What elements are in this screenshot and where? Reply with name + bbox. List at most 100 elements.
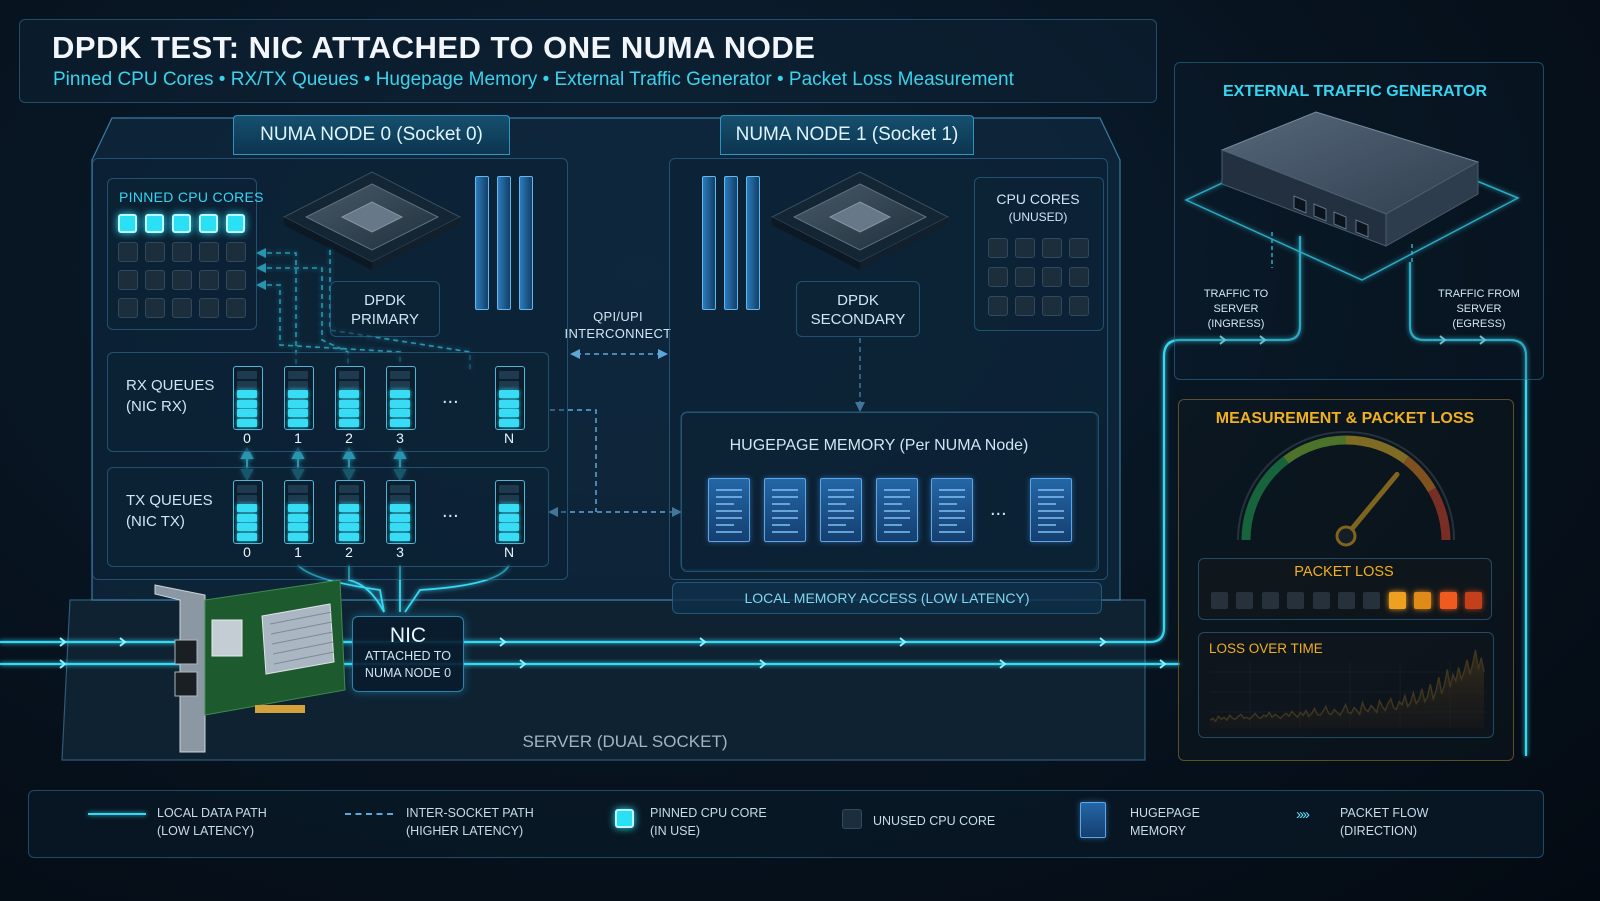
unused-core bbox=[1015, 296, 1035, 316]
page-line bbox=[884, 503, 902, 505]
loss-over-time-box bbox=[1198, 632, 1494, 738]
page-line bbox=[772, 524, 790, 526]
packet-flow-chevrons bbox=[59, 335, 1487, 669]
dpdk-secondary-box: DPDK SECONDARY bbox=[796, 281, 920, 337]
loss-led-off bbox=[1211, 592, 1228, 609]
queue-slot bbox=[390, 513, 410, 522]
queue-slot bbox=[499, 504, 519, 512]
legend-hugepage-icon bbox=[1080, 802, 1106, 838]
dpdk-primary-box: DPDK PRIMARY bbox=[330, 281, 440, 337]
tab-numa-node-1[interactable]: NUMA NODE 1 (Socket 1) bbox=[720, 115, 974, 155]
dpdk-secondary-label-2: SECONDARY bbox=[810, 311, 906, 328]
inter-socket-paths bbox=[550, 338, 861, 513]
local-memory-access-label: LOCAL MEMORY ACCESS (LOW LATENCY) bbox=[744, 590, 1030, 606]
page-line bbox=[828, 496, 854, 498]
page-line bbox=[939, 524, 957, 526]
legend-label-line-1: INTER-SOCKET PATH bbox=[406, 806, 534, 820]
rx-queue-number: N bbox=[503, 430, 515, 446]
queue-slot bbox=[288, 513, 308, 522]
loss-led-lit bbox=[1439, 592, 1457, 609]
tx-queue bbox=[284, 480, 314, 544]
page-line bbox=[884, 496, 910, 498]
unused-core bbox=[199, 270, 219, 290]
nic-box[interactable]: NIC ATTACHED TO NUMA NODE 0 bbox=[352, 616, 464, 692]
queue-slot bbox=[288, 532, 308, 541]
pinned-core bbox=[145, 214, 164, 233]
page-line bbox=[884, 524, 902, 526]
page-line bbox=[772, 517, 798, 519]
packet-loss-box bbox=[1198, 558, 1492, 620]
unused-core bbox=[1015, 267, 1035, 287]
nic-title: NIC bbox=[389, 624, 427, 647]
queue-slot bbox=[288, 380, 308, 389]
unused-core bbox=[118, 242, 138, 262]
queue-slot bbox=[339, 390, 359, 398]
legend-label-line-1: UNUSED CPU CORE bbox=[873, 814, 996, 828]
page-title: DPDK TEST: NIC ATTACHED TO ONE NUMA NODE bbox=[52, 30, 816, 65]
queue-slot bbox=[339, 380, 359, 389]
legend-label: LOCAL DATA PATH(LOW LATENCY) bbox=[157, 804, 267, 840]
interconnect-line1: QPI/UPI bbox=[593, 309, 643, 324]
queue-slot bbox=[288, 409, 308, 417]
loss-led-lit bbox=[1414, 592, 1432, 609]
tab-numa-node-0[interactable]: NUMA NODE 0 (Socket 0) bbox=[233, 115, 510, 155]
egress-line-2: (EGRESS) bbox=[1452, 318, 1506, 330]
legend-label: PACKET FLOW(DIRECTION) bbox=[1340, 804, 1428, 840]
queue-slot bbox=[499, 532, 519, 541]
cpu-chip-numa1 bbox=[770, 171, 950, 270]
queue-slot bbox=[237, 418, 257, 427]
tx-to-nic-paths bbox=[297, 564, 510, 613]
legend-unused-core-icon bbox=[842, 809, 862, 829]
server-label: SERVER (DUAL SOCKET) bbox=[522, 732, 728, 751]
rx-queues-panel bbox=[107, 352, 549, 452]
queue-slot bbox=[237, 371, 257, 379]
queue-slot bbox=[390, 523, 410, 531]
interconnect-line2: INTERCONNECT bbox=[564, 326, 672, 341]
unused-core bbox=[1042, 296, 1062, 316]
local-memory-access-bar: LOCAL MEMORY ACCESS (LOW LATENCY) bbox=[672, 582, 1102, 614]
page-line bbox=[828, 503, 846, 505]
rx-queues-label: RX QUEUES (NIC RX) bbox=[126, 375, 214, 417]
page-line bbox=[772, 510, 798, 512]
hugepage-page-icon bbox=[876, 478, 918, 542]
queue-slot bbox=[288, 523, 308, 531]
page-subtitle: Pinned CPU Cores • RX/TX Queues • Hugepa… bbox=[53, 69, 1014, 90]
dpdk-primary-label-1: DPDK bbox=[364, 292, 406, 309]
queue-slot bbox=[288, 371, 308, 379]
page-line bbox=[716, 489, 742, 491]
traffic-generator-device bbox=[1184, 111, 1520, 281]
queue-slot bbox=[237, 485, 257, 493]
queue-slot bbox=[499, 513, 519, 522]
queue-slot bbox=[339, 532, 359, 541]
legend-panel bbox=[28, 790, 1544, 858]
page-line bbox=[939, 496, 965, 498]
queue-slot bbox=[237, 409, 257, 417]
tx-queue bbox=[335, 480, 365, 544]
queue-slot bbox=[499, 485, 519, 493]
loss-led-lit bbox=[1465, 592, 1482, 609]
cpu-cores-label-2: (UNUSED) bbox=[1008, 210, 1068, 224]
hugepage-page-icon bbox=[931, 478, 973, 542]
page-line bbox=[772, 531, 798, 533]
unused-core bbox=[172, 242, 192, 262]
queue-slot bbox=[499, 399, 519, 408]
unused-core bbox=[118, 298, 138, 318]
hugepage-ellipsis: ... bbox=[990, 498, 1007, 520]
cpu-cores-label-1: CPU CORES bbox=[996, 191, 1080, 207]
queue-slot bbox=[237, 390, 257, 398]
queue-slot bbox=[499, 409, 519, 417]
legend-label-line-2: MEMORY bbox=[1130, 824, 1187, 838]
queue-slot bbox=[339, 409, 359, 417]
traffic-generator-panel bbox=[1174, 62, 1544, 380]
loss-led-off bbox=[1236, 592, 1254, 609]
loss-over-time-label: LOSS OVER TIME bbox=[1209, 641, 1323, 656]
queue-slot bbox=[288, 485, 308, 493]
loss-led-off bbox=[1363, 592, 1381, 609]
page-line bbox=[884, 517, 910, 519]
ingress-line-2: (INGRESS) bbox=[1207, 318, 1265, 330]
rx-queue bbox=[335, 366, 365, 430]
hugepage-page-icon bbox=[1030, 478, 1072, 542]
dram-stick bbox=[724, 176, 738, 310]
unused-core bbox=[199, 242, 219, 262]
legend-label-line-2: (DIRECTION) bbox=[1340, 824, 1418, 838]
